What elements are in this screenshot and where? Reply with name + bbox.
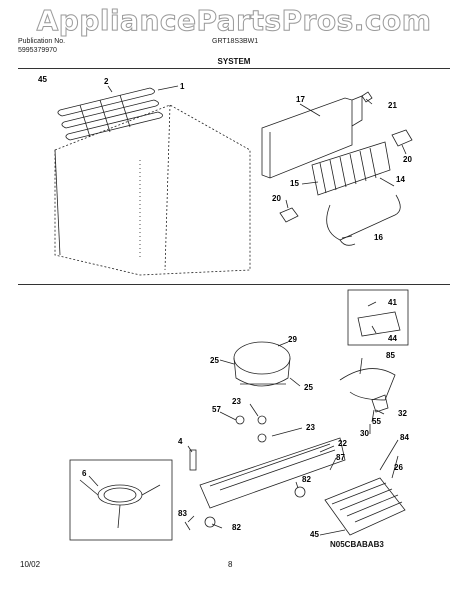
section-title: SYSTEM bbox=[217, 57, 251, 66]
part-4-drawing bbox=[189, 449, 197, 471]
clip-drawing bbox=[361, 91, 373, 103]
inset-plate-drawing bbox=[357, 311, 401, 337]
callout-29: 29 bbox=[288, 335, 297, 344]
callout-22: 22 bbox=[338, 439, 347, 448]
part-55-drawing bbox=[371, 394, 389, 413]
middle-rule bbox=[18, 284, 450, 285]
part-82b-drawing bbox=[204, 516, 216, 528]
top-rule bbox=[18, 68, 450, 69]
callout-21: 21 bbox=[388, 101, 397, 110]
callout-20-right: 20 bbox=[403, 155, 412, 164]
callout-15: 15 bbox=[290, 179, 299, 188]
callout-55: 55 bbox=[372, 417, 381, 426]
callout-26: 26 bbox=[394, 463, 403, 472]
callout-20-left: 20 bbox=[272, 194, 281, 203]
tubing-drawing bbox=[339, 368, 396, 401]
callout-84: 84 bbox=[400, 433, 409, 442]
watermark-logo: AppliancePartsPros.com bbox=[36, 4, 432, 38]
callout-44: 44 bbox=[388, 334, 397, 343]
publication-number: 5995379970 bbox=[18, 47, 57, 54]
diagram-code: N05CBABAB3 bbox=[330, 540, 384, 549]
callout-6: 6 bbox=[82, 469, 87, 478]
part-82a-drawing bbox=[294, 486, 306, 498]
model-number: GRT18S3BW1 bbox=[212, 38, 259, 45]
evaporator-coil-drawing bbox=[311, 141, 391, 196]
callout-25-right: 25 bbox=[304, 383, 313, 392]
compressor-drawing bbox=[233, 341, 291, 387]
callout-23-lower: 23 bbox=[306, 423, 315, 432]
publication-label: Publication No. bbox=[18, 38, 66, 45]
callout-25-left: 25 bbox=[210, 356, 219, 365]
lower-condenser-drawing bbox=[324, 477, 406, 536]
wiring-inset-drawing bbox=[69, 459, 173, 541]
condenser-coil-drawing bbox=[57, 87, 163, 141]
callout-87: 87 bbox=[336, 453, 345, 462]
page-number: 8 bbox=[228, 560, 233, 569]
callout-41: 41 bbox=[388, 298, 397, 307]
callout-57: 57 bbox=[212, 405, 221, 414]
cabinet-drawing bbox=[54, 104, 251, 276]
pad-b-drawing bbox=[391, 129, 413, 147]
inset-box-drawing bbox=[347, 289, 409, 346]
callout-45-bottom: 45 bbox=[310, 530, 319, 539]
callout-82-lower: 82 bbox=[232, 523, 241, 532]
callout-83: 83 bbox=[178, 509, 187, 518]
base-plate-drawing bbox=[199, 437, 346, 509]
callout-16: 16 bbox=[374, 233, 383, 242]
callout-23-upper: 23 bbox=[232, 397, 241, 406]
callout-45-top: 45 bbox=[38, 75, 47, 84]
part-83-drawing bbox=[184, 521, 191, 531]
callout-85: 85 bbox=[386, 351, 395, 360]
drain-tube-drawing bbox=[326, 194, 401, 246]
callout-32: 32 bbox=[398, 409, 407, 418]
pad-a-drawing bbox=[279, 207, 299, 223]
callout-2: 2 bbox=[104, 77, 109, 86]
evaporator-cover-drawing bbox=[261, 95, 363, 179]
footer-date: 10/02 bbox=[20, 560, 41, 569]
callout-17: 17 bbox=[296, 95, 305, 104]
callout-14: 14 bbox=[396, 175, 405, 184]
callout-30: 30 bbox=[360, 429, 369, 438]
callout-4: 4 bbox=[178, 437, 183, 446]
callout-1: 1 bbox=[180, 82, 185, 91]
callout-82-upper: 82 bbox=[302, 475, 311, 484]
